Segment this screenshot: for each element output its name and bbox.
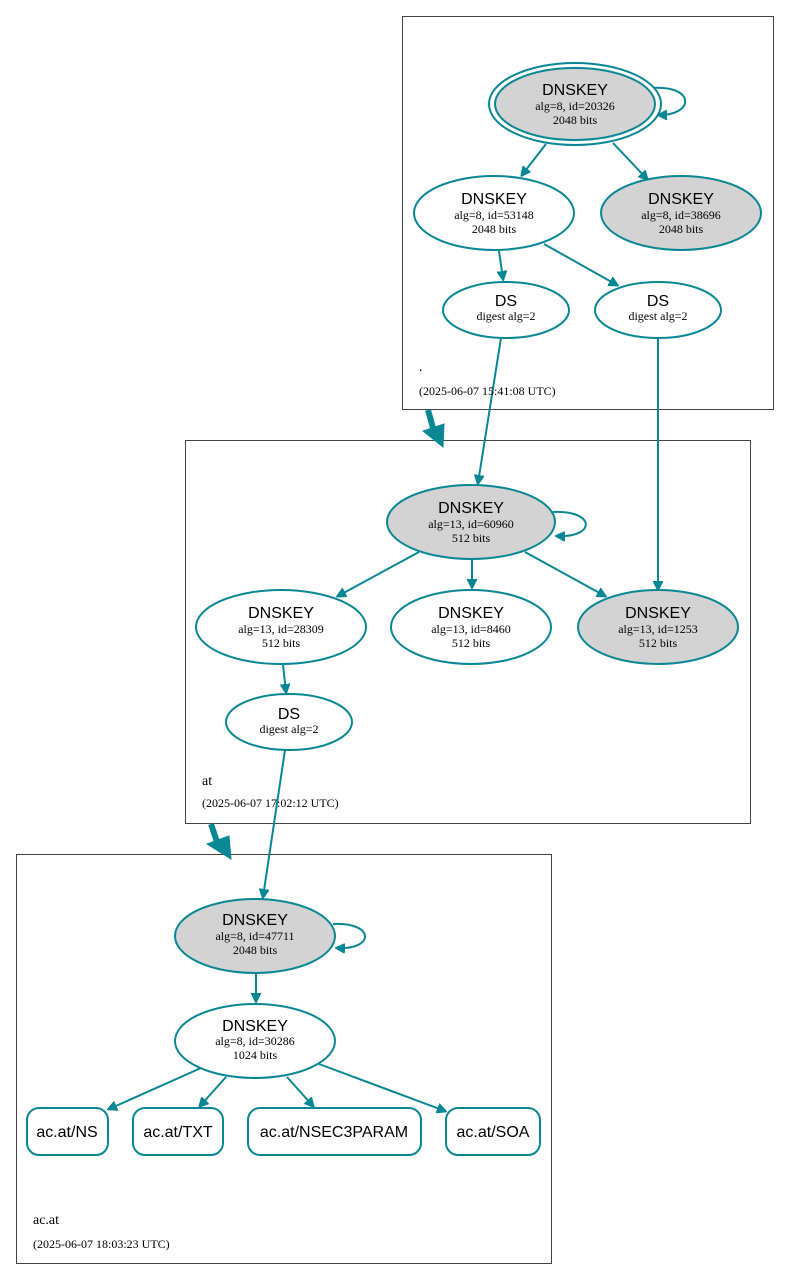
- node-acat-ksk-bits: 2048 bits: [233, 943, 278, 957]
- zone-at-timestamp: (2025-06-07 17:02:12 UTC): [202, 796, 339, 810]
- node-acat-zsk-bits: 1024 bits: [233, 1048, 278, 1062]
- zone-at-box: [185, 440, 751, 824]
- node-at-k1-alg: alg=13, id=28309: [238, 622, 324, 636]
- node-root-zsk-title: DNSKEY: [461, 191, 527, 208]
- edge-at-ksk-k3: [524, 551, 605, 596]
- node-root-k3-title: DNSKEY: [648, 191, 714, 208]
- node-at-k3-ellipse: [577, 589, 739, 665]
- node-root-k3-alg: alg=8, id=38696: [641, 208, 721, 222]
- node-at-k3[interactable]: DNSKEY alg=13, id=1253 512 bits: [577, 589, 739, 665]
- node-at-ds-title: DS: [278, 706, 300, 723]
- edge-root-zsk-ds2: [543, 243, 617, 285]
- node-acat-ksk[interactable]: DNSKEY alg=8, id=47711 2048 bits: [174, 898, 336, 974]
- node-root-ksk-alg: alg=8, id=20326: [535, 99, 615, 113]
- node-at-ds-digest: digest alg=2: [259, 722, 318, 736]
- node-at-ksk-alg: alg=13, id=60960: [428, 517, 514, 531]
- node-root-ds1-ellipse: [442, 281, 570, 339]
- edge-root-ds1-at-ksk: [478, 337, 502, 483]
- node-acat-ksk-alg: alg=8, id=47711: [215, 929, 294, 943]
- zone-root-timestamp: (2025-06-07 15:41:08 UTC): [419, 384, 556, 398]
- node-root-ds1-title: DS: [495, 293, 517, 310]
- node-at-k1[interactable]: DNSKEY alg=13, id=28309 512 bits: [195, 589, 367, 665]
- record-ns[interactable]: ac.at/NS: [26, 1107, 109, 1156]
- edge-root-zsk-ds1: [499, 250, 503, 279]
- edge-at-ds-acat-ksk: [263, 749, 286, 897]
- node-acat-ksk-title: DNSKEY: [222, 912, 288, 929]
- node-root-ksk-ellipse: [494, 67, 656, 141]
- node-at-ksk-title: DNSKEY: [438, 500, 504, 517]
- node-at-k2-ellipse: [390, 589, 552, 665]
- node-root-ds2[interactable]: DS digest alg=2: [594, 281, 722, 339]
- record-soa-box: [445, 1107, 541, 1156]
- node-at-k1-ellipse: [195, 589, 367, 665]
- record-ns-label: ac.at/NS: [36, 1124, 97, 1141]
- zone-acat-timestamp: (2025-06-07 18:03:23 UTC): [33, 1237, 170, 1251]
- node-at-k2-title: DNSKEY: [438, 605, 504, 622]
- edge-acat-zsk-soa: [318, 1063, 445, 1111]
- node-at-k2-alg: alg=13, id=8460: [431, 622, 511, 636]
- node-root-ds1-digest: digest alg=2: [476, 309, 535, 323]
- node-root-ds2-title: DS: [647, 293, 669, 310]
- node-root-zsk-bits: 2048 bits: [472, 222, 517, 236]
- node-at-k1-title: DNSKEY: [248, 605, 314, 622]
- node-root-ksk-title: DNSKEY: [542, 82, 608, 99]
- zone-acat-name: ac.at: [33, 1213, 59, 1228]
- edge-acat-ksk-self: [332, 922, 366, 948]
- edge-acat-zsk-txt: [200, 1076, 227, 1106]
- record-txt-label: ac.at/TXT: [143, 1124, 213, 1141]
- node-at-k2-bits: 512 bits: [452, 636, 491, 650]
- node-at-ksk-ellipse: [386, 484, 556, 560]
- record-nsec3param[interactable]: ac.at/NSEC3PARAM: [247, 1107, 422, 1156]
- node-acat-zsk-title: DNSKEY: [222, 1018, 288, 1035]
- node-root-zsk-ellipse: [413, 175, 575, 251]
- edge-at-k1-ds: [283, 664, 286, 692]
- edge-acat-zsk-ns: [109, 1067, 202, 1109]
- edge-root-ksk-self: [651, 86, 687, 115]
- node-root-k3-bits: 2048 bits: [659, 222, 704, 236]
- node-root-ds2-digest: digest alg=2: [628, 309, 687, 323]
- record-soa[interactable]: ac.at/SOA: [445, 1107, 541, 1156]
- zone-delegation-arrow-root-at: [421, 409, 445, 449]
- node-at-k2[interactable]: DNSKEY alg=13, id=8460 512 bits: [390, 589, 552, 665]
- node-acat-zsk[interactable]: DNSKEY alg=8, id=30286 1024 bits: [174, 1003, 336, 1079]
- node-at-ds[interactable]: DS digest alg=2: [225, 693, 353, 751]
- node-at-ds-ellipse: [225, 693, 353, 751]
- node-root-k3-ellipse: [600, 175, 762, 251]
- node-root-zsk-alg: alg=8, id=53148: [454, 208, 534, 222]
- node-root-ds1[interactable]: DS digest alg=2: [442, 281, 570, 339]
- record-nsec3param-box: [247, 1107, 422, 1156]
- record-soa-label: ac.at/SOA: [457, 1124, 530, 1141]
- node-at-ksk[interactable]: DNSKEY alg=13, id=60960 512 bits: [386, 484, 556, 560]
- node-at-ksk-bits: 512 bits: [452, 531, 491, 545]
- node-at-k1-bits: 512 bits: [262, 636, 301, 650]
- node-at-k3-title: DNSKEY: [625, 605, 691, 622]
- node-acat-zsk-alg: alg=8, id=30286: [215, 1034, 295, 1048]
- zone-acat-box: [16, 854, 552, 1264]
- zone-at-name: at: [202, 774, 212, 789]
- node-acat-zsk-ellipse: [174, 1003, 336, 1079]
- edge-acat-zsk-nsec3param: [286, 1076, 313, 1106]
- node-root-ksk[interactable]: DNSKEY alg=8, id=20326 2048 bits: [488, 62, 662, 146]
- node-root-ksk-bits: 2048 bits: [553, 113, 598, 127]
- record-nsec3param-label: ac.at/NSEC3PARAM: [260, 1124, 408, 1141]
- record-txt-box: [132, 1107, 224, 1156]
- record-txt[interactable]: ac.at/TXT: [132, 1107, 224, 1156]
- node-root-k3[interactable]: DNSKEY alg=8, id=38696 2048 bits: [600, 175, 762, 251]
- zone-delegation-arrow-at-acat: [205, 823, 232, 860]
- node-root-zsk[interactable]: DNSKEY alg=8, id=53148 2048 bits: [413, 175, 575, 251]
- record-ns-box: [26, 1107, 109, 1156]
- node-at-k3-bits: 512 bits: [639, 636, 678, 650]
- zone-root-box: [402, 16, 774, 410]
- edge-root-ksk-zsk: [522, 143, 547, 175]
- node-at-k3-alg: alg=13, id=1253: [618, 622, 698, 636]
- edge-at-ksk-k1: [338, 551, 420, 596]
- edge-root-ksk-k3: [612, 142, 647, 179]
- zone-root-name: .: [419, 360, 423, 375]
- node-root-ds2-ellipse: [594, 281, 722, 339]
- edge-at-ksk-self: [552, 510, 587, 536]
- node-acat-ksk-ellipse: [174, 898, 336, 974]
